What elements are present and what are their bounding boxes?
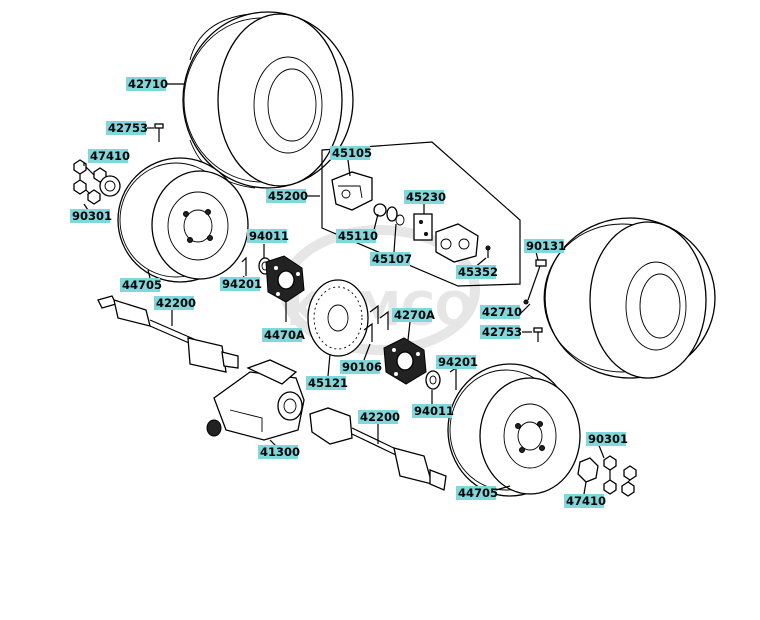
label-p41300[interactable]: 41300 xyxy=(258,445,300,459)
part-number: 44705 xyxy=(458,486,498,500)
part-number: 94201 xyxy=(222,277,262,291)
part-number: 90301 xyxy=(72,209,112,223)
label-p94011a[interactable]: 94011 xyxy=(247,229,289,243)
label-p90131[interactable]: 90131 xyxy=(524,239,566,253)
caliper-bracket[interactable] xyxy=(331,171,373,211)
bleeder-screw[interactable] xyxy=(485,245,491,258)
label-p94201a[interactable]: 94201 xyxy=(220,277,262,291)
part-number: 42200 xyxy=(360,410,400,424)
part-number: 45105 xyxy=(332,146,372,160)
label-p45105[interactable]: 45105 xyxy=(330,146,372,160)
rear-differential[interactable] xyxy=(206,359,305,441)
part-number: 42710 xyxy=(482,305,522,319)
label-p90106[interactable]: 90106 xyxy=(340,360,382,374)
label-p42753b[interactable]: 42753 xyxy=(480,325,522,339)
tire-upper-left[interactable] xyxy=(182,11,354,189)
part-number: 45230 xyxy=(406,190,446,204)
disc-bolts[interactable] xyxy=(363,304,389,342)
part-labels: 42710 42753 47410 90301 44705 94011 9420… xyxy=(70,77,628,508)
part-number: 4270A xyxy=(394,308,435,322)
label-p47410a[interactable]: 47410 xyxy=(88,149,130,163)
part-number: 47410 xyxy=(90,149,130,163)
part-number: 42753 xyxy=(482,325,522,339)
part-number: 42753 xyxy=(108,121,148,135)
wheel-rim-right[interactable] xyxy=(447,363,581,497)
lug-nut-set-left[interactable] xyxy=(73,159,121,205)
lug-nut-set-right[interactable] xyxy=(577,455,637,497)
label-p94011b[interactable]: 94011 xyxy=(412,404,454,418)
part-number: 42710 xyxy=(128,77,168,91)
part-number: 42200 xyxy=(156,296,196,310)
part-number: 4470A xyxy=(264,328,305,342)
drive-shaft-left[interactable] xyxy=(97,295,239,373)
part-number: 90106 xyxy=(342,360,382,374)
valve-stem-upper[interactable] xyxy=(154,123,164,142)
label-p45352[interactable]: 45352 xyxy=(456,265,498,279)
cotter-pin-upper[interactable] xyxy=(241,256,247,276)
part-number: 45107 xyxy=(372,252,412,266)
label-p44705b[interactable]: 44705 xyxy=(456,486,498,500)
part-number: 47410 xyxy=(566,494,606,508)
brake-caliper-assembly[interactable] xyxy=(321,141,521,287)
part-number: 90131 xyxy=(526,239,566,253)
part-number: 90301 xyxy=(588,432,628,446)
label-p47410b[interactable]: 47410 xyxy=(564,494,606,508)
part-number: 45121 xyxy=(308,376,348,390)
wheel-hub-right[interactable] xyxy=(383,337,427,385)
label-p42710b[interactable]: 42710 xyxy=(480,305,522,319)
label-p45107[interactable]: 45107 xyxy=(370,252,412,266)
part-number: 94201 xyxy=(438,355,478,369)
part-number: 41300 xyxy=(260,445,300,459)
valve-stem-lower[interactable] xyxy=(533,327,543,342)
label-p4270A[interactable]: 4270A xyxy=(392,308,435,322)
label-p42753a[interactable]: 42753 xyxy=(106,121,148,135)
label-p44705a[interactable]: 44705 xyxy=(120,278,162,292)
part-number: 45200 xyxy=(268,189,308,203)
label-p45230[interactable]: 45230 xyxy=(404,190,446,204)
wheel-rim-left[interactable] xyxy=(117,157,249,283)
wheel-hub-left[interactable] xyxy=(265,255,305,303)
part-number: 44705 xyxy=(122,278,162,292)
cotter-pin-lower[interactable] xyxy=(449,366,457,390)
tire-lower-right[interactable] xyxy=(543,217,716,379)
drive-shaft-right[interactable] xyxy=(309,407,447,491)
brake-disc[interactable] xyxy=(307,279,369,357)
part-number: 94011 xyxy=(249,229,289,243)
label-p45110[interactable]: 45110 xyxy=(336,229,378,243)
caliper-pins[interactable] xyxy=(373,203,405,226)
label-p90301b[interactable]: 90301 xyxy=(586,432,628,446)
label-p42200b[interactable]: 42200 xyxy=(358,410,400,424)
label-p42200a[interactable]: 42200 xyxy=(154,296,196,310)
wheel-stud[interactable] xyxy=(523,259,547,305)
label-p45121[interactable]: 45121 xyxy=(306,376,348,390)
brake-pads[interactable] xyxy=(413,213,433,241)
caliper-body[interactable] xyxy=(435,223,479,263)
part-number: 45352 xyxy=(458,265,498,279)
part-number: 94011 xyxy=(414,404,454,418)
label-p90301a[interactable]: 90301 xyxy=(70,209,112,223)
hub-nut-lower[interactable] xyxy=(425,370,441,390)
label-p4470A[interactable]: 4470A xyxy=(262,328,305,342)
label-p42710a[interactable]: 42710 xyxy=(126,77,168,91)
part-number: 45110 xyxy=(338,229,378,243)
label-p45200[interactable]: 45200 xyxy=(266,189,308,203)
label-p94201b[interactable]: 94201 xyxy=(436,355,478,369)
